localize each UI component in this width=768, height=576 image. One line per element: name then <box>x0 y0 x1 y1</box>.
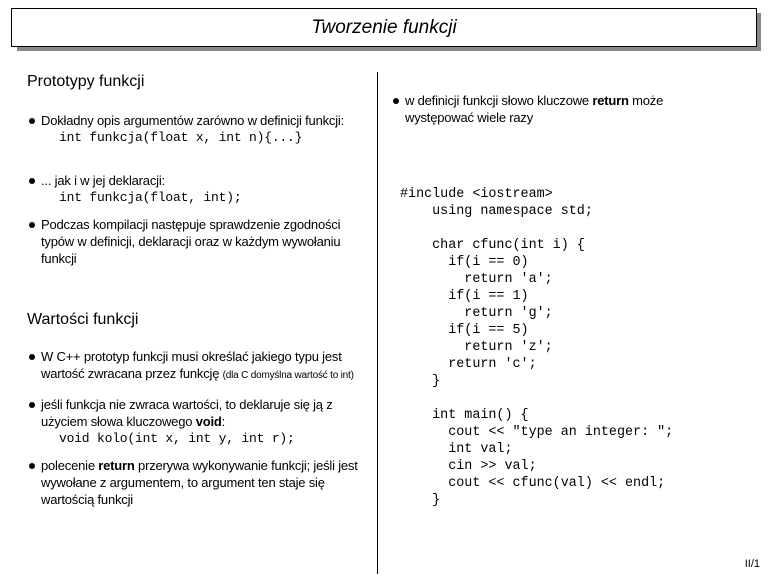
code-line: return 'a'; <box>400 272 553 287</box>
bullet-text: może występować wiele razy <box>405 93 664 125</box>
bullet-1: Dokładny opis argumentów zarówno w defin… <box>27 112 371 146</box>
code-line: #include <iostream> <box>400 187 553 202</box>
code-line <box>400 220 673 237</box>
bullet-4: W C++ prototyp funkcji musi określać jak… <box>27 348 371 384</box>
code-example: #include <iostream> using namespace std;… <box>400 169 673 526</box>
code-line: int val; <box>400 442 513 457</box>
bullet-2: ... jak i w jej deklaracji: int funkcja(f… <box>27 172 371 206</box>
code-line: void kolo(int x, int y, int r); <box>59 431 295 446</box>
bullet-note: (dla C domyślna wartość to int) <box>222 370 354 381</box>
code-line: int funkcja(float x, int n){...} <box>59 130 303 145</box>
code-line <box>400 390 673 407</box>
code-line: using namespace std; <box>400 204 593 219</box>
keyword-return: return <box>592 93 629 108</box>
bullet-text: w definicji funkcji słowo kluczowe <box>405 93 593 108</box>
page-number: II/1 <box>744 558 760 570</box>
slide-title: Tworzenie funkcji <box>11 8 757 47</box>
code-line: return 'g'; <box>400 306 553 321</box>
code-line: int funkcja(float, int); <box>59 190 242 205</box>
code-line: cin >> val; <box>400 459 537 474</box>
code-line: cout << cfunc(val) << endl; <box>400 476 666 491</box>
heading-prototypes: Prototypy funkcji <box>27 73 145 90</box>
bullet-text: przerywa wykonywanie funkcji; jeśli jest… <box>41 458 358 507</box>
code-line: if(i == 1) <box>400 289 529 304</box>
bullet-5: jeśli funkcja nie zwraca wartości, to de… <box>27 396 371 447</box>
bullet-text: W C++ prototyp funkcji musi określać jak… <box>41 349 342 381</box>
bullet-text: : <box>221 414 226 429</box>
code-line: int main() { <box>400 408 529 423</box>
code-line: } <box>400 493 441 508</box>
bullet-text: polecenie <box>41 458 99 473</box>
code-line: } <box>400 374 441 389</box>
code-line: return 'z'; <box>400 340 553 355</box>
code-line: return 'c'; <box>400 357 537 372</box>
heading-values: Wartości funkcji <box>27 311 139 328</box>
bullet-6: polecenie return przerywa wykonywanie fu… <box>27 457 376 508</box>
code-line: if(i == 0) <box>400 255 529 270</box>
right-bullet-1: w definicji funkcji słowo kluczowe retur… <box>391 92 725 126</box>
code-line: cout << "type an integer: "; <box>400 425 674 440</box>
keyword-return: return <box>98 458 135 473</box>
bullet-text: jeśli funkcja nie zwraca wartości, to de… <box>41 397 333 429</box>
code-line: char cfunc(int i) { <box>400 238 585 253</box>
bullet-text: Dokładny opis argumentów zarówno w defin… <box>41 113 344 128</box>
bullet-3: Podczas kompilacji następuje sprawdzenie… <box>27 216 351 267</box>
keyword-void: void <box>195 414 222 429</box>
column-divider <box>377 72 378 574</box>
code-line: if(i == 5) <box>400 323 529 338</box>
bullet-text: ... jak i w jej deklaracji: <box>41 173 165 188</box>
